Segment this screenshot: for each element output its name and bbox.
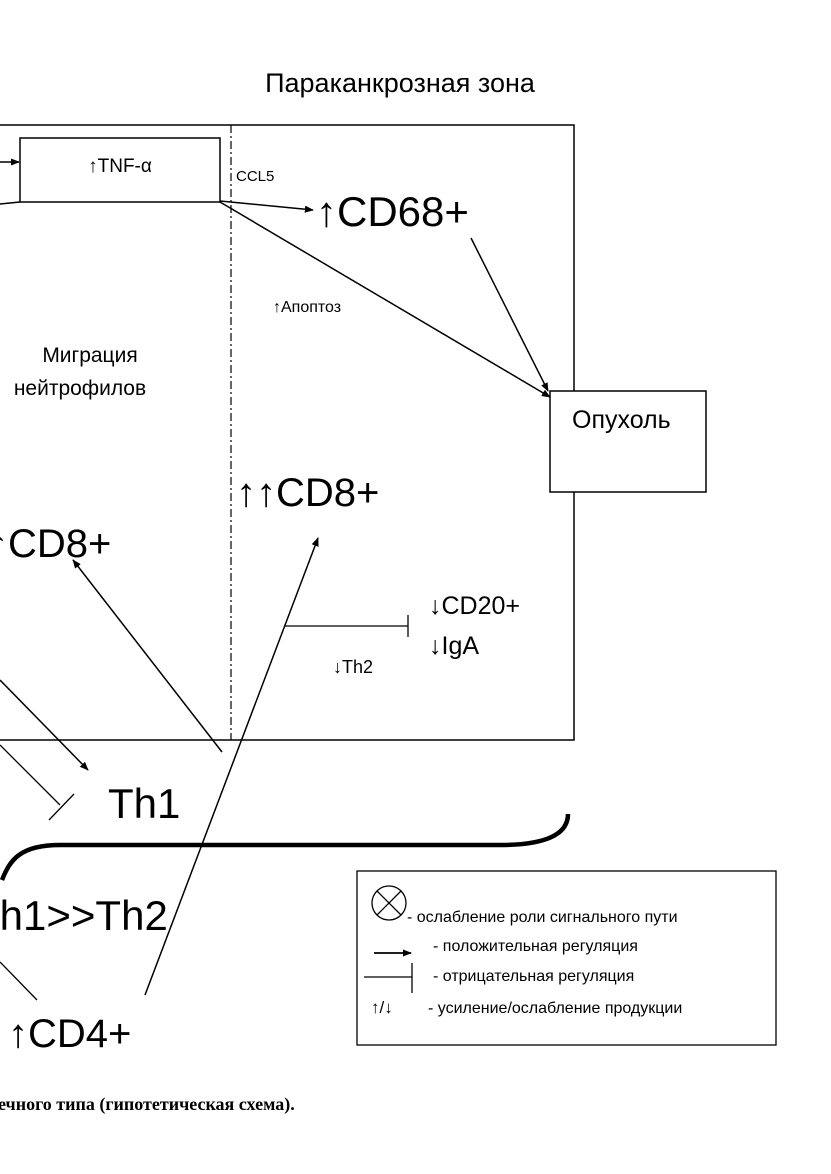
tnf-alpha-box bbox=[19, 137, 221, 203]
neutrophil-migration-line1: Миграция bbox=[42, 344, 137, 367]
cd20-label: ↓CD20+ bbox=[429, 592, 520, 620]
legend-box bbox=[356, 870, 777, 1046]
arrow-to-cd8-left bbox=[72, 559, 223, 753]
tumor-box bbox=[549, 390, 707, 493]
tnf-alpha-label: ↑TNF-α bbox=[88, 156, 152, 177]
th1-label: Th1 bbox=[108, 780, 180, 827]
iga-label: ↓IgA bbox=[429, 632, 479, 660]
inhibition-icon bbox=[364, 963, 413, 993]
figure-caption: ечного типа (гипотетическая схема). bbox=[0, 1094, 295, 1115]
legend-item-production: - усиление/ослабление продукции bbox=[428, 1000, 682, 1017]
line-from-left-to-tnf bbox=[0, 201, 21, 205]
arrow-cd68-to-tumor bbox=[470, 237, 549, 392]
cd8-left-label: ↑CD8+ bbox=[0, 522, 111, 566]
cd68-label: ↑CD68+ bbox=[316, 188, 469, 235]
paracancrotic-zone-frame bbox=[0, 124, 575, 741]
arrow-tnf-to-cd68 bbox=[219, 200, 314, 213]
up-down-arrows-icon: ↑/↓ bbox=[371, 998, 393, 1017]
zone-title: Параканкрозная зона bbox=[265, 68, 536, 98]
arrow-cd4-to-cd8 bbox=[144, 537, 319, 996]
legend-item-positive: - положительная регуляция bbox=[433, 938, 638, 955]
arrow-to-th1 bbox=[0, 679, 89, 771]
curly-brace bbox=[0, 813, 571, 881]
cd8-double-up-label: ↑↑CD8+ bbox=[236, 471, 379, 515]
ccl5-label: CCL5 bbox=[236, 168, 274, 185]
th1-th2-ratio-label: Th1>>Th2 bbox=[0, 892, 168, 939]
inhibition-bar-th1 bbox=[48, 793, 75, 821]
line-left-to-cd4 bbox=[0, 961, 38, 1001]
neutrophil-migration-line2: нейтрофилов bbox=[14, 377, 146, 400]
th2-label: ↓Th2 bbox=[333, 657, 373, 677]
legend-item-negative: - отрицательная регуляция bbox=[433, 968, 634, 985]
apoptosis-label: ↑Апоптоз bbox=[273, 299, 341, 316]
arrow-tnf-to-tumor bbox=[219, 201, 551, 398]
tumor-label: Опухоль bbox=[572, 406, 671, 434]
legend-item-weakening: - ослабление роли сигнального пути bbox=[407, 909, 678, 926]
cd4-label: ↑CD4+ bbox=[8, 1012, 131, 1056]
crossed-circle-icon bbox=[371, 885, 407, 921]
inhibition-line-to-th1 bbox=[0, 744, 61, 806]
